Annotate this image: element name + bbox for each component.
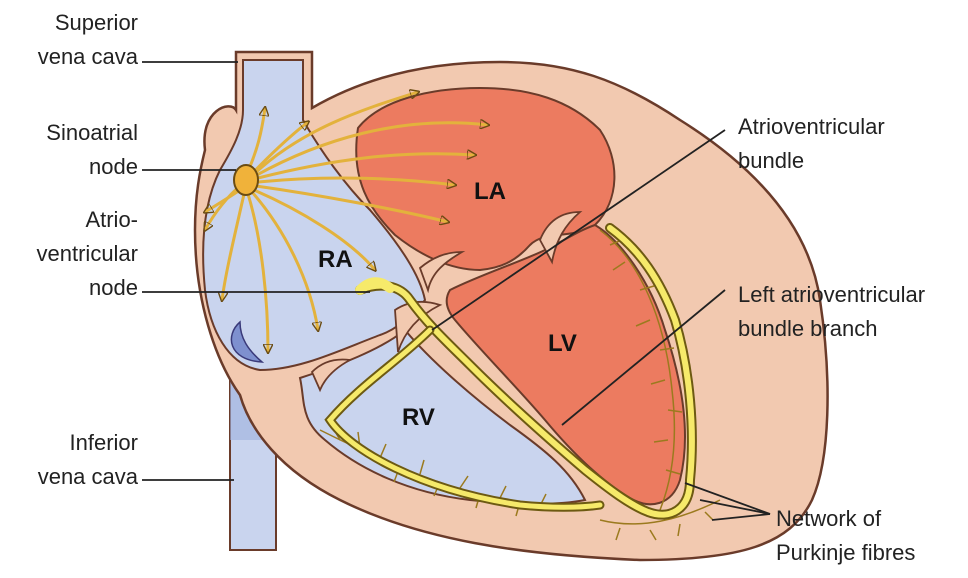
- sinoatrial-node-label: Sinoatrial node: [10, 116, 138, 184]
- label-line: Sinoatrial: [46, 120, 138, 145]
- atrioventricular-bundle-label: Atrioventricular bundle: [738, 110, 885, 178]
- chamber-lv: LV: [548, 330, 577, 357]
- conduction-pathway: [324, 223, 697, 520]
- label-line: Left atrioventricular: [738, 282, 926, 307]
- label-line: Network of: [776, 506, 882, 531]
- label-line: ventricular: [36, 241, 138, 266]
- label-line: Atrioventricular: [738, 114, 885, 139]
- label-line: Superior: [54, 10, 138, 35]
- chamber-ra: RA: [318, 246, 353, 273]
- purkinje-fibres-label: Network of Purkinje fibres: [776, 502, 915, 570]
- leader-lines: [142, 61, 771, 521]
- label-line: vena cava: [37, 44, 138, 69]
- left-bundle-branch-label: Left atrioventricular bundle branch: [738, 278, 925, 346]
- impulse-arrows: [205, 92, 488, 352]
- chamber-la: LA: [474, 178, 506, 205]
- superior-vena-cava-label: Superior vena cava: [10, 6, 138, 74]
- label-line: Purkinje fibres: [776, 540, 916, 565]
- label-line: Inferior: [69, 430, 138, 455]
- chamber-rv: RV: [402, 404, 435, 431]
- label-line: bundle: [738, 148, 805, 173]
- label-line: node: [89, 275, 138, 300]
- label-line: vena cava: [37, 464, 138, 489]
- label-line: Atrio-: [85, 207, 138, 232]
- label-line: node: [89, 154, 138, 179]
- sinoatrial-node: [233, 164, 259, 196]
- inferior-vena-cava-label: Inferior vena cava: [10, 426, 138, 494]
- atrioventricular-node-label: Atrio- ventricular node: [10, 203, 138, 305]
- label-line: bundle branch: [738, 316, 878, 341]
